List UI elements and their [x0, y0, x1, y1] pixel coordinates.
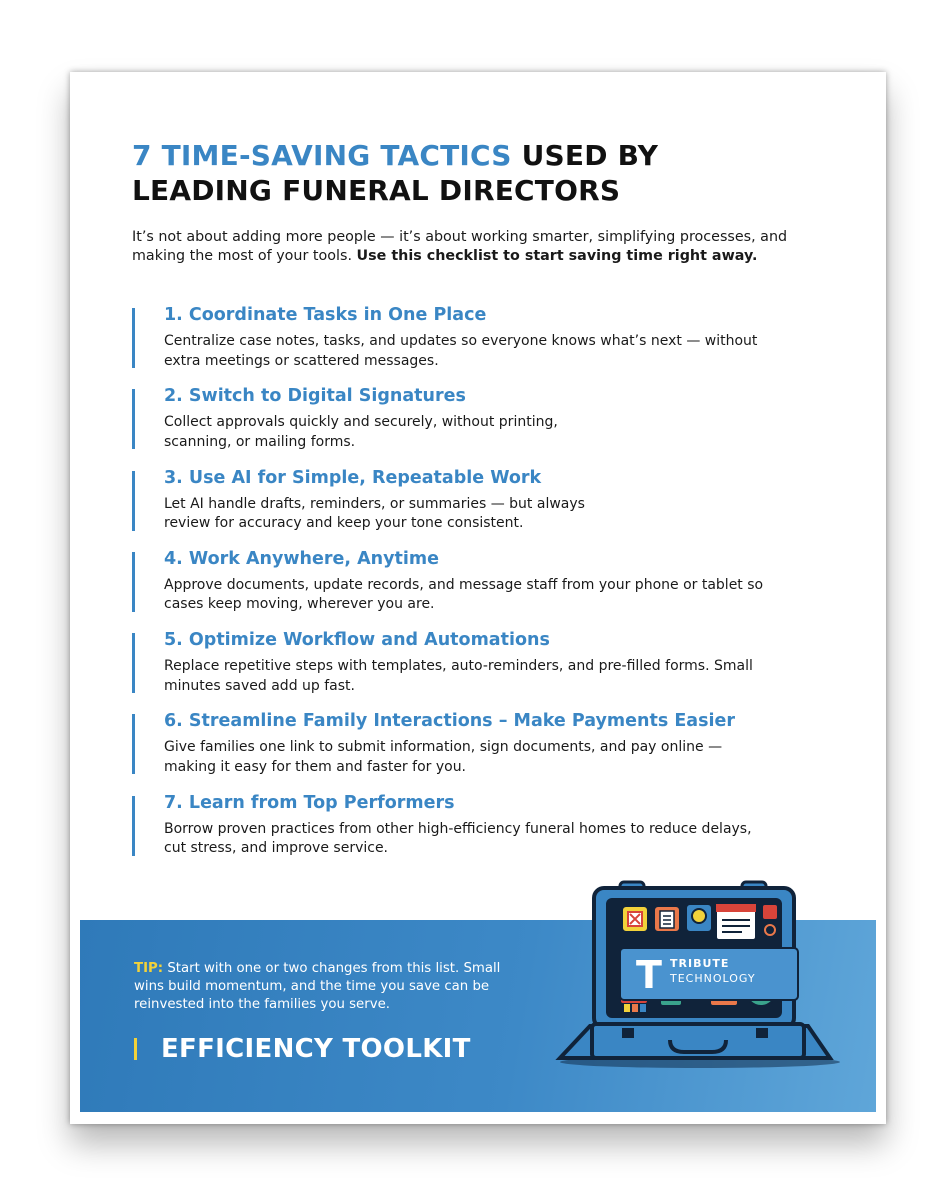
tactic-heading: 3. Use AI for Simple, Repeatable Work [164, 467, 542, 488]
toolkit-label: EFFICIENCY TOOLKIT [161, 1034, 471, 1064]
toolkit-bar [134, 1038, 137, 1060]
logo-line1: TRIBUTE [670, 957, 729, 970]
pen-icon [761, 903, 779, 921]
tactic-bar [132, 308, 135, 368]
tactic-body: Approve documents, update records, and m… [164, 576, 764, 613]
title-rest-line1: USED BY [511, 139, 659, 172]
intro-text: It’s not about adding more people — it’s… [132, 229, 788, 264]
tactic-bar [132, 633, 135, 694]
tactic-bar [132, 470, 135, 531]
tribute-logo-card [619, 947, 799, 1001]
tactics-list: 1. Coordinate Tasks in One Place Central… [132, 304, 812, 873]
tactic-heading: 7. Learn from Top Performers [164, 792, 455, 813]
toolkit-suitcase-illustration: T TRIBUTE TECHNOLOGY [555, 880, 840, 1068]
title-rest-line2: LEADING FUNERAL DIRECTORS [132, 174, 621, 207]
page-title: 7 TIME-SAVING TACTICS USED BY LEADING FU… [132, 138, 812, 208]
tactic-item: 7. Learn from Top Performers Borrow prov… [132, 792, 812, 873]
tip-text: TIP: Start with one or two changes from … [134, 960, 524, 1014]
tactic-item: 5. Optimize Workflow and Automations Rep… [132, 629, 812, 710]
tactic-item: 4. Work Anywhere, Anytime Approve docume… [132, 548, 812, 629]
tactic-item: 1. Coordinate Tasks in One Place Central… [132, 304, 812, 385]
intro-bold: Use this checklist to start saving time … [356, 248, 758, 264]
tactic-bar [132, 795, 135, 856]
tactic-body: Replace repetitive steps with templates,… [164, 658, 753, 694]
tactic-heading: 4. Work Anywhere, Anytime [164, 548, 440, 569]
checklist-page: 7 TIME-SAVING TACTICS USED BY LEADING FU… [70, 72, 886, 1124]
toolkit-heading: EFFICIENCY TOOLKIT [134, 1032, 471, 1066]
tactic-bar [132, 714, 135, 775]
tactic-heading: 6. Streamline Family Interactions – Make… [164, 711, 736, 732]
tactic-body: Borrow proven practices from other high-… [164, 820, 752, 857]
tip-body: Start with one or two changes from this … [134, 961, 501, 1012]
tactic-item: 3. Use AI for Simple, Repeatable Work Le… [132, 467, 812, 548]
title-accent: 7 TIME-SAVING TACTICS [132, 139, 512, 172]
tactic-bar [132, 551, 135, 612]
tactic-item: 2. Switch to Digital Signatures Collect … [132, 385, 812, 466]
tactic-heading: 5. Optimize Workflow and Automations [164, 630, 550, 651]
tip-label: TIP: [134, 961, 164, 976]
intro-paragraph: It’s not about adding more people — it’s… [132, 228, 792, 266]
tactic-heading: 2. Switch to Digital Signatures [164, 386, 466, 407]
logo-line2: TECHNOLOGY [669, 972, 756, 985]
tactic-body: Give families one link to submit informa… [164, 739, 723, 775]
tactic-body: Collect approvals quickly and securely, … [164, 414, 558, 450]
tactic-body: Let AI handle drafts, reminders, or summ… [164, 495, 585, 532]
tactic-heading: 1. Coordinate Tasks in One Place [164, 305, 487, 325]
tactic-item: 6. Streamline Family Interactions – Make… [132, 710, 812, 791]
tactic-body: Centralize case notes, tasks, and update… [164, 333, 758, 369]
tactic-bar [132, 389, 135, 450]
tribute-logo-mark: T [636, 953, 662, 997]
tip-footer-banner: TIP: Start with one or two changes from … [80, 880, 876, 1112]
